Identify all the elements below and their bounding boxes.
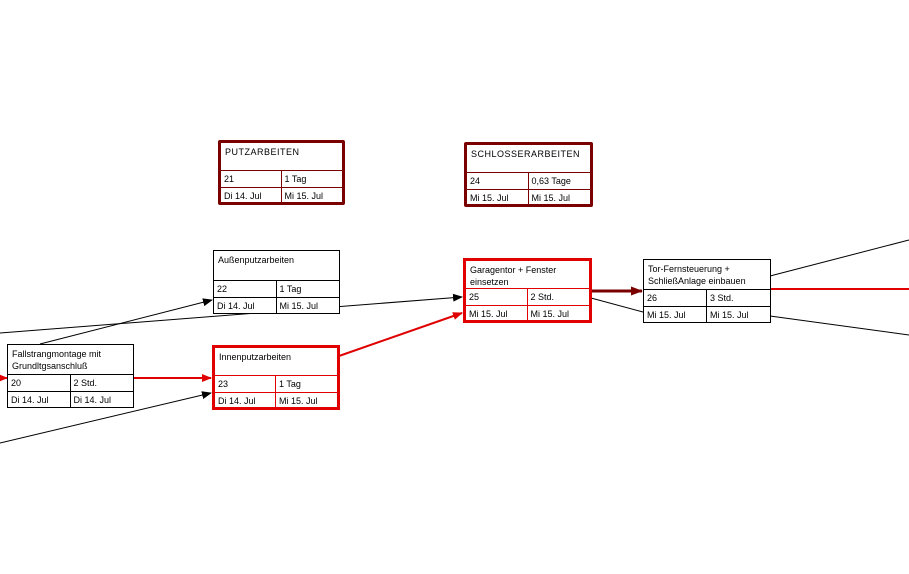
node-start: Mi 15. Jul [467,190,529,206]
node-title: SCHLOSSERARBEITEN [471,149,581,159]
node-finish: Mi 15. Jul [530,309,570,319]
link-garagentor-out [590,297,644,313]
link-innenputz-garagentor [338,312,463,357]
node-duration: 0,63 Tage [531,176,571,186]
node-duration: 1 Tag [284,174,307,184]
node-duration: 2 Std. [73,378,98,388]
link-fallstrang-aussenputz [39,298,213,345]
node-title: Garagentor + Fenster einsetzen [470,265,557,287]
node-finish: Mi 15. Jul [279,301,319,311]
node-id: 25 [466,289,528,305]
node-id: 24 [467,173,529,189]
node-id: 20 [8,375,71,391]
node-finish: Mi 15. Jul [710,310,749,320]
link-tor-out-1 [769,239,909,277]
link-in-to-innenputz [0,391,212,444]
node-id: 21 [221,171,282,187]
link-tor-out-2 [769,315,909,336]
task-node-fallstrangmontage[interactable]: Fallstrangmontage mit Grundltgsanschluß … [7,344,134,408]
node-duration: 2 Std. [530,292,555,302]
node-duration: 3 Std. [710,293,734,303]
node-title: Außenputzarbeiten [218,255,295,265]
node-start: Di 14. Jul [215,393,276,409]
node-start: Mi 15. Jul [644,307,707,323]
node-duration: 1 Tag [279,379,301,389]
node-start: Di 14. Jul [221,188,282,204]
node-title: PUTZARBEITEN [225,147,300,157]
task-node-tor-fernsteuerung[interactable]: Tor-Fernsteuerung + SchließAnlage einbau… [643,259,771,323]
node-finish: Mi 15. Jul [531,193,571,203]
link-in-to-garagentor [0,293,463,334]
node-title: Fallstrangmontage mit Grundltgsanschluß [12,349,102,371]
node-finish: Mi 15. Jul [279,396,318,406]
node-id: 22 [214,281,277,297]
node-start: Di 14. Jul [8,392,71,408]
node-start: Mi 15. Jul [466,306,528,322]
node-title: Tor-Fernsteuerung + SchließAnlage einbau… [648,264,746,286]
node-id: 26 [644,290,707,306]
node-finish: Di 14. Jul [73,395,112,405]
node-start: Di 14. Jul [214,298,277,314]
node-duration: 1 Tag [279,284,302,294]
node-finish: Mi 15. Jul [284,191,324,201]
node-id: 23 [215,376,276,392]
node-title: Innenputzarbeiten [219,352,292,362]
